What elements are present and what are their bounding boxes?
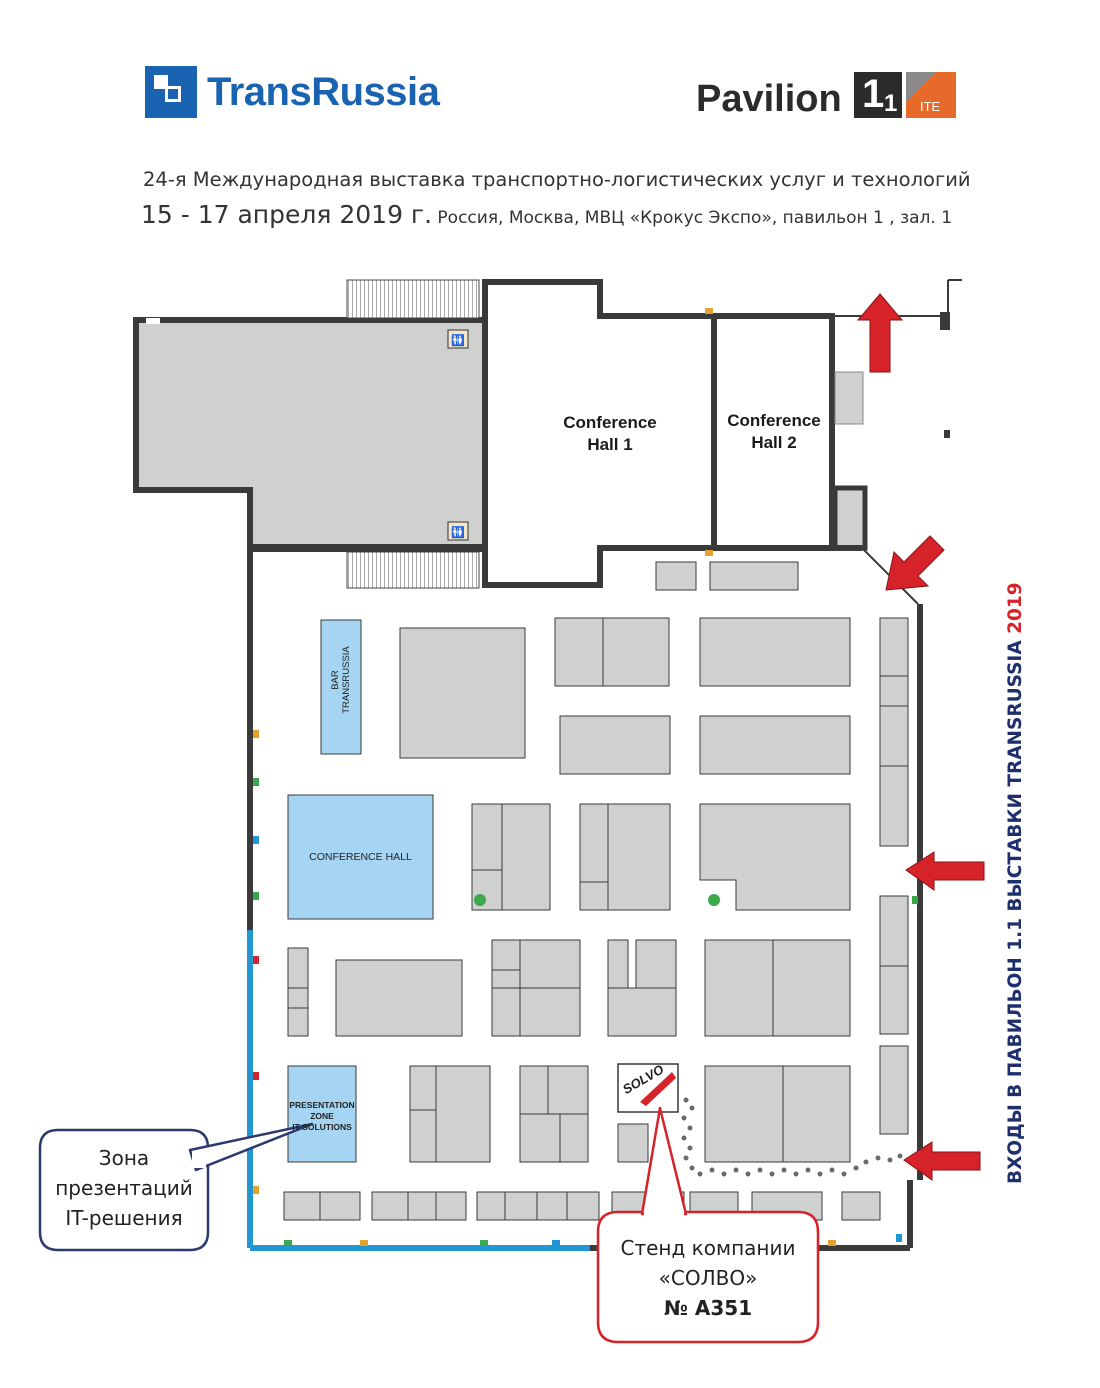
service-room	[832, 485, 868, 551]
ite-badge-icon	[906, 72, 956, 118]
conference-hall-1-label: Conference Hall 1	[563, 413, 657, 454]
bar-label: BAR TRANSRUSSIA	[330, 646, 352, 714]
transrussia-logo-text: TransRussia	[207, 70, 440, 114]
conference-hall-booth	[287, 794, 434, 920]
entrance-arrow-bottom-icon	[903, 1141, 981, 1181]
pavilion-number-sub: 1	[884, 90, 898, 117]
exit-markers	[253, 308, 918, 1246]
footprint-path	[681, 1097, 903, 1177]
pavilion-logo-text: Pavilion	[696, 78, 842, 120]
stairs-top	[346, 279, 480, 319]
pavilion-logo: Pavilion 1 1 ITE	[696, 70, 966, 126]
pavilion-number: 1	[862, 72, 885, 116]
transrussia-logo-icon	[145, 66, 197, 118]
svg-text:🚻: 🚻	[451, 526, 465, 539]
restroom-icon: 🚻	[447, 329, 469, 349]
entrance-arrow-top-icon	[856, 293, 904, 373]
callout-right-text: Стенд компании «СОЛВО» № А351	[620, 1236, 796, 1320]
entrance-arrow-middle-icon	[905, 851, 985, 891]
conference-hall-label: CONFERENCE HALL	[309, 851, 412, 863]
entrances-side-label: ВХОДЫ В ПАВИЛЬОН 1.1 ВЫСТАВКИ TRANSRUSSI…	[1005, 582, 1026, 1184]
main-hall-walls	[247, 544, 923, 1251]
exhibition-dates: 15 - 17 апреля 2019 г. Россия, Москва, М…	[141, 200, 952, 229]
exhibition-dates-main: 15 - 17 апреля 2019 г.	[141, 200, 433, 229]
callout-right-bubble	[596, 1106, 820, 1344]
entrance-arrow-diagonal-icon	[885, 535, 945, 591]
svg-text:🚻: 🚻	[451, 334, 465, 347]
callout-left-bubble	[38, 1122, 314, 1252]
bar-booth	[320, 619, 362, 755]
booth-number: № А351	[663, 1296, 753, 1320]
solvo-booth	[617, 1063, 679, 1113]
presentation-zone-label: PRESENTATION ZONE IT SOLUTIONS	[289, 1100, 355, 1132]
presentation-zone-booth	[287, 1065, 357, 1163]
conference-hall-2-label: Conference Hall 2	[727, 411, 821, 452]
callout-left-text: Зона презентаций IT-решения	[55, 1146, 193, 1230]
transrussia-logo: TransRussia	[145, 66, 455, 122]
stairs-bottom	[346, 551, 480, 589]
pavilion-number-box: 1 1	[854, 72, 902, 118]
gray-hall-area	[133, 317, 488, 551]
service-room	[834, 371, 864, 425]
restroom-icon: 🚻	[447, 521, 469, 541]
exhibition-location: Россия, Москва, МВЦ «Крокус Экспо», пави…	[432, 208, 953, 228]
exhibition-subtitle: 24-я Международная выставка транспортно-…	[143, 168, 971, 191]
booths	[283, 561, 909, 1221]
ite-badge-text: ITE	[920, 99, 941, 114]
ite-badge: ITE	[906, 72, 956, 118]
